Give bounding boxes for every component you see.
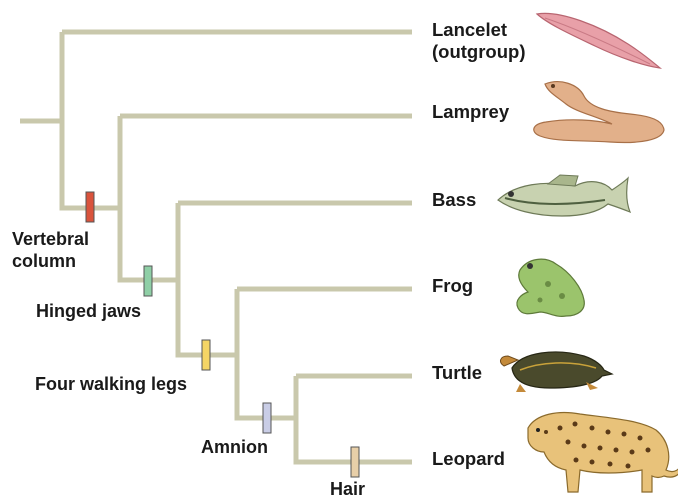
bass-icon [498, 175, 630, 216]
taxon-label-frog: Frog [432, 275, 473, 297]
trait-label-vertebral-column: Vertebral column [12, 228, 89, 272]
taxon-label-bass: Bass [432, 189, 476, 211]
trait-marker-amnion [263, 403, 271, 433]
trait-marker-four-walking-legs [202, 340, 210, 370]
trait-label-four-walking-legs: Four walking legs [35, 373, 187, 395]
lancelet-icon [537, 13, 660, 68]
taxon-note: (outgroup) [432, 41, 526, 63]
trait-label-line: Vertebral [12, 228, 89, 250]
taxon-label-leopard: Leopard [432, 448, 505, 470]
taxon-label-lamprey: Lamprey [432, 101, 509, 123]
node-3 [178, 203, 237, 355]
trait-marker-vertebral-column [86, 192, 94, 222]
trait-marker-hair [351, 447, 359, 477]
taxon-label-lancelet: Lancelet (outgroup) [432, 19, 526, 63]
node-2 [120, 116, 178, 280]
trait-label-hair: Hair [330, 478, 365, 500]
lamprey-icon [534, 82, 664, 143]
taxon-name: Lancelet [432, 19, 526, 41]
trait-marker-hinged-jaws [144, 266, 152, 296]
node-4 [237, 289, 296, 418]
leopard-icon [528, 413, 678, 492]
taxon-label-turtle: Turtle [432, 362, 482, 384]
trait-label-hinged-jaws: Hinged jaws [36, 300, 141, 322]
turtle-icon [501, 352, 612, 392]
trait-label-line: column [12, 250, 89, 272]
trait-label-amnion: Amnion [201, 436, 268, 458]
node-1 [62, 32, 120, 208]
frog-icon [517, 259, 584, 316]
